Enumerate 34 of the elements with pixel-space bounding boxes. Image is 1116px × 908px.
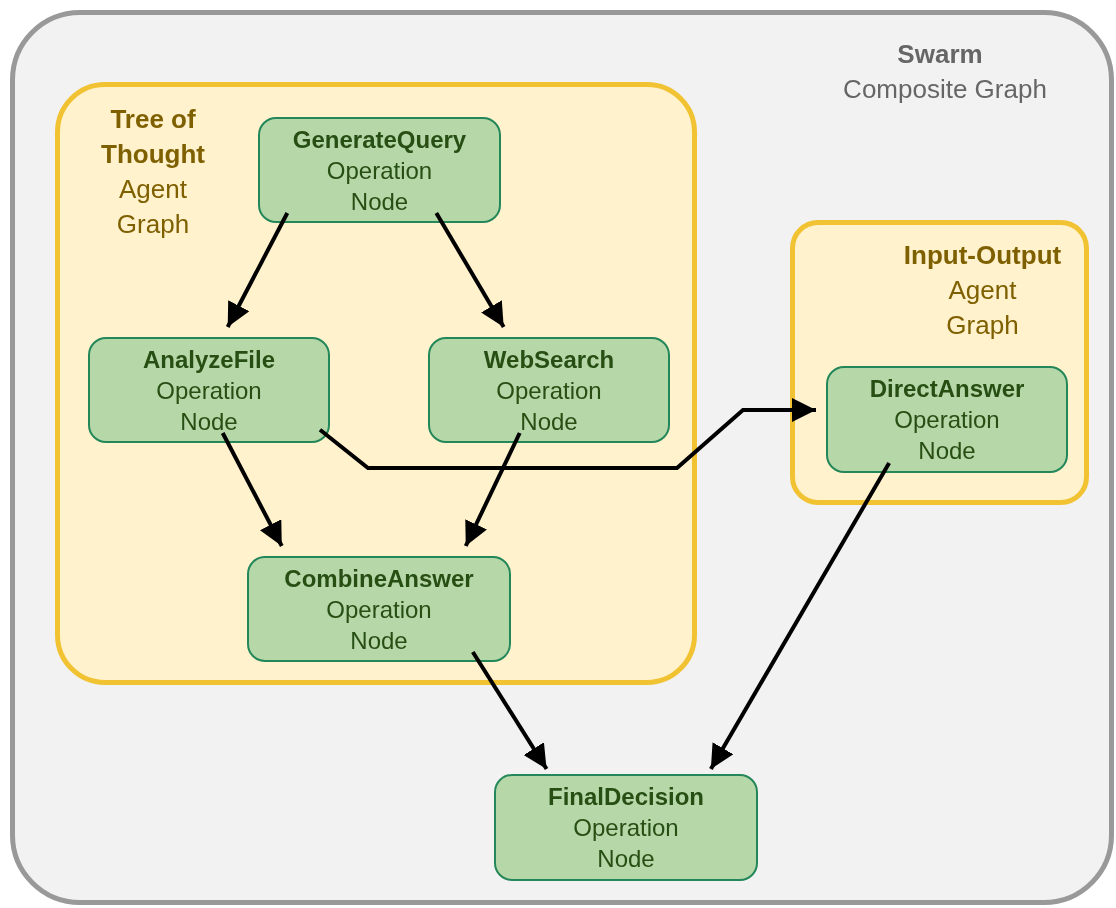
- group-title: Swarm: [896, 38, 984, 71]
- group-title: Tree of Thought: [100, 103, 206, 171]
- operation-node: [258, 117, 501, 223]
- node-type: Operation Node: [325, 155, 434, 217]
- operation-node: [247, 556, 511, 662]
- node-title: FinalDecision: [547, 782, 704, 812]
- arrow: [709, 462, 891, 770]
- arrow: [463, 432, 522, 547]
- arrow: [318, 398, 816, 470]
- group-title: Input-Output: [902, 239, 1063, 272]
- graph-group: [10, 10, 1114, 905]
- operation-node: [428, 337, 670, 443]
- node-title: GenerateQuery: [292, 124, 467, 155]
- operation-node: [826, 366, 1068, 473]
- group-subtitle: Agent Graph: [115, 173, 191, 241]
- node-title: DirectAnswer: [869, 374, 1025, 404]
- group-subtitle: Agent Graph: [945, 274, 1020, 342]
- operation-node: [88, 337, 330, 443]
- node-type: Operation Node: [155, 375, 263, 437]
- arrow: [220, 432, 284, 547]
- arrow: [471, 650, 549, 771]
- graph-group: [55, 82, 697, 685]
- arrow: [434, 212, 506, 328]
- node-title: WebSearch: [483, 344, 615, 375]
- node-type: Operation Node: [572, 813, 680, 874]
- arrow: [225, 212, 290, 328]
- node-type: Operation Node: [495, 375, 603, 437]
- node-title: CombineAnswer: [284, 563, 474, 594]
- node-title: AnalyzeFile: [142, 344, 275, 375]
- group-subtitle: Composite Graph: [842, 73, 1048, 106]
- operation-node: [494, 774, 758, 881]
- graph-group: [790, 220, 1089, 505]
- node-type: Operation Node: [893, 405, 1001, 466]
- node-type: Operation Node: [325, 594, 433, 656]
